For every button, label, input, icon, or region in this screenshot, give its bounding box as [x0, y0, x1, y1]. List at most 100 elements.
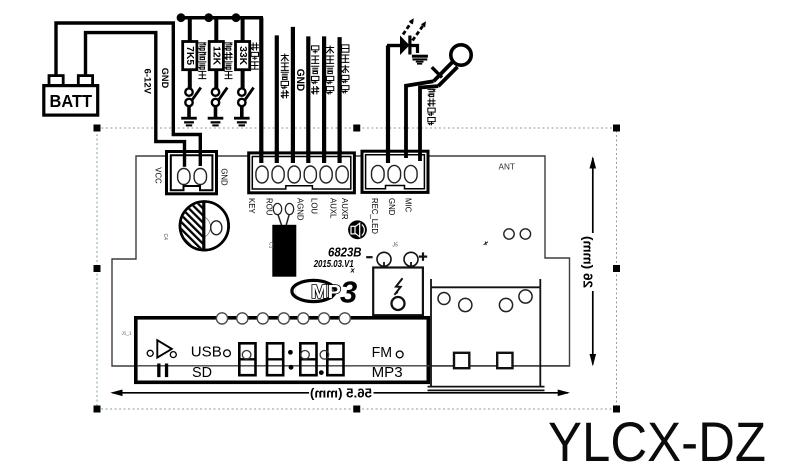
- cjk-glyph-stroke: [427, 122, 431, 126]
- display-mp3-label: MP3: [372, 364, 403, 381]
- speaker-icon-wave: [361, 224, 365, 236]
- ref-c4-label: C4: [162, 234, 168, 241]
- mic-input-label: [427, 88, 436, 126]
- logo-ellipse: [290, 278, 337, 304]
- bus-junction-dot: [231, 13, 241, 23]
- digit-led-dot-2: [300, 349, 310, 360]
- switch-arm: [190, 86, 202, 102]
- cjk-glyph-stroke: [280, 95, 284, 99]
- switch-contact-top: [184, 87, 194, 98]
- agnd-wire-label: GND: [294, 69, 306, 92]
- version-label: 2015.03.V1: [313, 259, 354, 270]
- logo-mp-text: MP: [311, 282, 341, 302]
- mp3-logo: MP 3: [290, 275, 357, 310]
- power-pin-label-vcc: VCC: [153, 167, 162, 184]
- mount-hole: [256, 312, 270, 325]
- pin-rou: [271, 165, 285, 184]
- pin-auxr: [335, 165, 349, 184]
- mount-hole: [317, 312, 331, 325]
- cjk-glyph-stroke: [280, 86, 284, 90]
- pin-label-rou: ROU: [265, 198, 274, 216]
- bolt-symbol: [393, 277, 404, 296]
- battery-power-wire: [83, 30, 187, 167]
- cjk-glyph-stroke: [341, 90, 345, 94]
- wire-mic-gnd: [404, 79, 434, 158]
- resistor-value: 12K: [211, 46, 222, 66]
- cap-lead-2: [285, 214, 290, 226]
- rec-led-symbol: [387, 18, 428, 65]
- ground-bar-1: [181, 116, 197, 120]
- selection-handle: [613, 124, 620, 132]
- holder-button: [390, 295, 406, 312]
- usb-hole-4: [518, 289, 533, 304]
- battery: BATT: [42, 74, 100, 117]
- bolt-arrowhead: [394, 290, 399, 296]
- usb-top-ticks: [430, 279, 542, 288]
- cap-lead-1: [277, 214, 283, 226]
- cjk-glyph-stroke: [326, 91, 330, 95]
- mount-hole: [296, 312, 310, 325]
- battery-ground-wire: [54, 21, 202, 166]
- play-icon: [156, 338, 174, 360]
- buzzer-outer-ring: [178, 200, 230, 252]
- resistor-label-3: [250, 42, 259, 70]
- ground-bar-2: [236, 121, 247, 124]
- pin-rec_led: [370, 164, 385, 184]
- pad-circle-2: [519, 228, 532, 240]
- selection-handle: [93, 265, 101, 272]
- display-top-holes: [215, 312, 352, 325]
- cjk-glyph-stroke: [224, 66, 228, 70]
- pin-label-key: KEY: [247, 198, 256, 214]
- microphone-symbol: [430, 42, 473, 88]
- buzzer-hole: [209, 220, 223, 236]
- pin-lou: [303, 165, 318, 184]
- version-sub-label: x: [350, 266, 356, 275]
- wire-mic-signal: [418, 84, 439, 161]
- pad-circle-1: [503, 228, 515, 240]
- power-pin-label-gnd: GND: [220, 168, 229, 186]
- power-pin-1: [176, 167, 191, 186]
- decimal-dot: [318, 370, 324, 375]
- cjk-glyph-stroke: [311, 81, 315, 85]
- resistor-body: [234, 40, 252, 72]
- cjk-glyph-stroke: [432, 88, 436, 92]
- key-resistor-bus: [176, 13, 263, 23]
- cjk-glyph-stroke: [198, 66, 202, 70]
- antenna-label: ANT: [499, 163, 515, 172]
- ref-j1-label: J1_1: [122, 331, 132, 336]
- cjk-glyph-stroke: [315, 86, 320, 90]
- cjk-glyph-stroke: [203, 42, 207, 46]
- mic-wires: [385, 45, 439, 163]
- cap-pad-1: [272, 202, 283, 216]
- ground-bar-2: [210, 121, 221, 124]
- cjk-glyph-stroke: [229, 51, 233, 55]
- mic-head: [448, 42, 473, 67]
- led-ground-bar2: [412, 58, 428, 61]
- display-module: USB SD FM MP3: [134, 312, 570, 385]
- selection-handle: [613, 405, 620, 413]
- usb-hole-2: [457, 297, 473, 313]
- resistor-value: 7K5: [184, 46, 195, 65]
- led-ground-bar1: [411, 54, 428, 58]
- selection-handle: [353, 124, 361, 132]
- cjk-glyph-stroke: [329, 48, 335, 54]
- cjk-glyph-stroke: [224, 47, 228, 51]
- cjk-glyph-stroke: [427, 103, 431, 107]
- ground-bar-2: [184, 121, 194, 124]
- signal-connector-inner: [251, 155, 352, 190]
- digit-led-dot-1: [241, 349, 252, 360]
- cjk-glyph-stroke: [326, 48, 331, 54]
- pause-bar-1: [157, 363, 161, 378]
- mic-handle-line2: [436, 65, 459, 88]
- wire-stubs: [182, 150, 422, 167]
- cjk-glyph-stroke: [203, 51, 207, 55]
- pin-label-rec_led: REC_LED: [370, 198, 379, 234]
- switch-contact-top: [210, 87, 221, 98]
- mic-handle-line1: [432, 60, 454, 83]
- pin-label-gnd: GND: [387, 198, 396, 216]
- display-led-dot-2: [169, 350, 177, 359]
- pin-label-auxl: AUXL: [329, 198, 338, 219]
